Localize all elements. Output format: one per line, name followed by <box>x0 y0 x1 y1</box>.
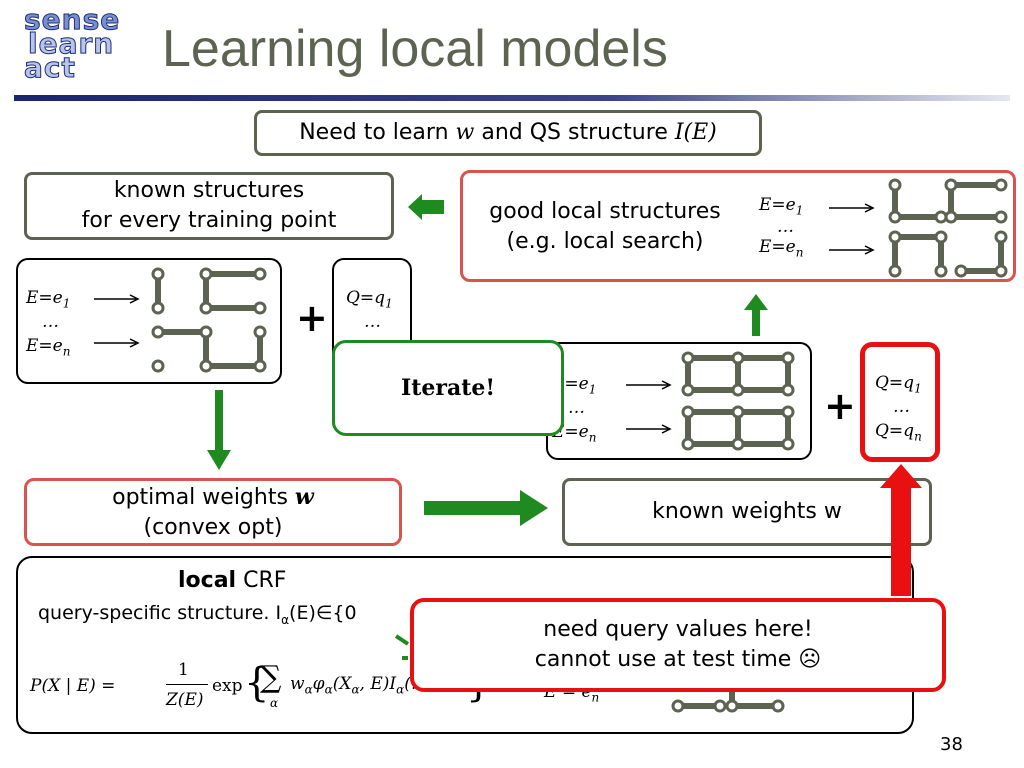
arrow-partial-icon <box>394 634 410 660</box>
logo: sense learn act <box>24 3 134 92</box>
arrow-left-icon <box>408 194 444 220</box>
logo-line-learn: learn <box>28 27 115 60</box>
known-weights-box: known weights w <box>562 478 932 546</box>
good-local-dots: … <box>777 217 794 237</box>
logo-line-act: act <box>24 51 76 84</box>
test-dots: … <box>568 398 585 418</box>
training-structures-box: E=e1 … E=en <box>16 258 282 384</box>
optimal-weights-box: optimal weights w (convex opt) <box>24 478 402 546</box>
need-query-line2: cannot use at test time ☹ <box>534 647 822 672</box>
local-crf-title: local CRF <box>178 568 287 593</box>
test-qn-label: Q=qn <box>875 421 922 444</box>
formula-numerator: 1 <box>178 660 189 680</box>
optimal-weights-line2: (convex opt) <box>143 514 283 540</box>
good-local-line2: (e.g. local search) <box>506 229 704 254</box>
optimal-weights-w: w <box>294 483 314 510</box>
known-structures-line1: known structures <box>113 178 305 203</box>
page-title: Learning local models <box>162 20 668 78</box>
query-specific-structure-text: query-specific structure. Iα(E)∈{0 <box>38 602 357 627</box>
need-query-line1: need query values here! <box>543 617 813 642</box>
structure-graph-e1 <box>888 178 1008 224</box>
arrow-right-icon <box>626 424 672 434</box>
banner-w: w <box>455 120 475 145</box>
good-local-structures-box: good local structures (e.g. local search… <box>460 170 1016 282</box>
arrow-right-icon <box>94 294 140 304</box>
known-structures-box: known structures for every training poin… <box>24 172 394 240</box>
title-rule <box>14 95 1010 101</box>
training-q1-label: Q=q1 <box>346 288 393 311</box>
arrow-right-icon <box>94 338 140 348</box>
structure-graph-full-en <box>681 405 795 451</box>
known-structures-line2: for every training point <box>81 208 337 233</box>
structure-graph-en <box>888 230 1008 278</box>
test-structures-box: E=e1 … E=en <box>546 342 812 460</box>
banner-ie: I(E) <box>674 120 717 145</box>
formula-lhs: P(X | E) = <box>30 676 116 696</box>
optimal-weights-line1: optimal weights w <box>112 483 314 510</box>
formula-exp: exp <box>212 676 243 696</box>
arrow-right-icon <box>626 380 672 390</box>
banner-text-pre: Need to learn <box>299 120 456 145</box>
arrow-down-icon <box>207 390 231 470</box>
arrow-right-icon <box>829 245 875 255</box>
good-local-en-label: E=en <box>759 237 804 260</box>
structure-graph-full-e1 <box>681 351 795 397</box>
logo-line-sense: sense <box>24 3 121 36</box>
good-local-line1: good local structures <box>489 199 721 224</box>
iterate-box: Iterate! <box>332 340 564 436</box>
test-q1-label: Q=q1 <box>875 373 922 396</box>
plus-sign: + <box>296 296 328 340</box>
arrow-right-icon <box>829 203 875 213</box>
iterate-label: Iterate! <box>400 375 496 401</box>
arrow-up-icon <box>744 294 768 336</box>
structure-graph-e1 <box>151 267 267 315</box>
arrow-right-thick-icon <box>424 490 548 526</box>
plus-sign: + <box>824 384 856 428</box>
banner-need-to-learn: Need to learn w and QS structure I(E) <box>254 110 762 156</box>
formula-sum-subscript: α <box>270 696 279 710</box>
formula-denominator: Z(E) <box>166 690 204 710</box>
page-number: 38 <box>940 734 963 755</box>
need-query-values-box: need query values here! cannot use at te… <box>410 598 946 692</box>
test-query-box: Q=q1 … Q=qn <box>860 342 940 462</box>
structure-graph-en <box>151 325 267 373</box>
training-query-dots: … <box>364 312 381 332</box>
known-weights-label: known weights w <box>652 499 842 524</box>
banner-text-mid: and QS structure <box>474 120 675 145</box>
arrow-up-red-icon <box>880 464 922 596</box>
training-en-label: E=en <box>26 336 71 359</box>
good-local-e1-label: E=e1 <box>759 195 804 218</box>
test-query-dots: … <box>893 397 910 417</box>
training-dots: … <box>42 312 59 332</box>
training-e1-label: E=e1 <box>26 288 71 311</box>
